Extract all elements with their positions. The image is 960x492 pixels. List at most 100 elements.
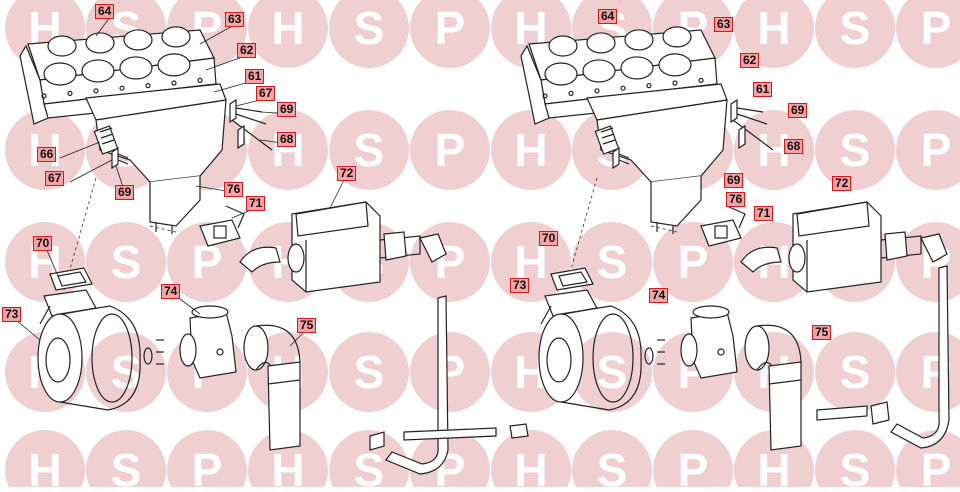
electrode (738, 124, 746, 150)
watermark-letter: S (354, 444, 385, 487)
extension-pipe (267, 361, 301, 451)
tee-pipe (403, 427, 497, 441)
watermark-circle (896, 430, 960, 492)
elbow-hose (740, 246, 782, 273)
part-label: 74 (649, 288, 669, 303)
manifold-duct (650, 176, 702, 227)
mounting-hole (620, 85, 626, 91)
fan-front (37, 313, 83, 403)
watermark-circle (734, 0, 814, 68)
watermark-letter: S (354, 346, 385, 398)
flue-pipe (890, 265, 950, 449)
watermark-letter: S (354, 124, 385, 176)
part-label: 69 (724, 173, 744, 188)
part-label: 75 (297, 318, 317, 333)
watermark-circle (653, 430, 733, 492)
watermark-letter: S (840, 346, 871, 398)
elbow-pipe-mouth (744, 325, 770, 371)
watermark-circle (248, 430, 328, 492)
gasket-bracket (700, 219, 742, 247)
burner-tube (161, 26, 191, 48)
watermark-letter: P (921, 2, 952, 54)
mounting-hole (145, 82, 151, 89)
part-label: 75 (812, 325, 832, 340)
watermark-circle (572, 332, 652, 412)
burner-tube (47, 35, 77, 57)
pipe-coupling (509, 423, 529, 439)
watermark-circle (410, 430, 490, 492)
watermark-letter: H (514, 124, 547, 176)
diagram-left-drawing (19, 26, 529, 475)
gas-valve-coil (295, 201, 369, 237)
mounting-hole (542, 93, 548, 99)
burner-tube (586, 32, 616, 54)
watermark-circle (86, 332, 166, 412)
part-label: 61 (753, 82, 773, 97)
watermark-letter: H (514, 444, 547, 487)
pipe-collar (768, 379, 802, 385)
watermark-circle (572, 430, 652, 492)
venturi-inlet (680, 333, 698, 367)
electrode (237, 124, 245, 150)
watermark-circle (734, 110, 814, 190)
watermark-circle (896, 0, 960, 68)
burner-tube (658, 53, 692, 77)
flue-pipe (385, 295, 449, 475)
part-label: 62 (237, 43, 257, 58)
watermark-circle (410, 110, 490, 190)
mounting-hole (93, 88, 99, 94)
watermark-letter: P (435, 124, 466, 176)
part-label: 74 (161, 284, 181, 299)
watermark-letter: H (271, 444, 304, 487)
plate-edge (19, 44, 49, 125)
elbow-pipe-mouth (243, 325, 269, 371)
watermark-letter: S (597, 346, 628, 398)
electrode (111, 146, 119, 170)
watermark-circle (815, 110, 895, 190)
extension-pipe (768, 361, 802, 451)
part-label: 73 (510, 278, 530, 293)
sight-glass-lines (600, 127, 616, 145)
part-label: 69 (788, 103, 808, 118)
watermark-circle (86, 222, 166, 302)
watermark-letter: H (28, 444, 61, 487)
mounting-hole (41, 93, 47, 99)
mounting-hole (672, 80, 678, 86)
fan-housing (59, 305, 141, 411)
elbow-hose (239, 246, 281, 273)
pipe-nut (870, 401, 890, 425)
watermark-letter: S (597, 236, 628, 288)
watermark-circle (815, 0, 895, 68)
watermark-letter: P (435, 2, 466, 54)
electrode-lead (117, 153, 129, 165)
gasket-hole (714, 225, 728, 239)
part-label: 61 (245, 69, 265, 84)
venturi-top (692, 305, 730, 319)
burner-tube (620, 56, 654, 80)
watermark-circle (410, 0, 490, 68)
watermark-letter: H (757, 444, 790, 487)
venturi (189, 311, 237, 379)
part-label: 69 (115, 185, 135, 200)
fan-rear (592, 313, 634, 403)
watermark-circle (896, 110, 960, 190)
watermark-letter: S (354, 2, 385, 54)
venturi-port (216, 348, 224, 356)
burner-tube (544, 62, 578, 86)
electrode-lead (231, 107, 273, 151)
watermark-circle (815, 430, 895, 492)
watermark-letter: H (271, 2, 304, 54)
part-label: 64 (598, 9, 618, 24)
watermark-letter: S (840, 444, 871, 487)
mounting-hole (67, 90, 73, 97)
part-label: 76 (726, 192, 746, 207)
venturi-port (717, 348, 725, 356)
fan-inlet (45, 337, 71, 383)
part-label: 71 (246, 196, 266, 211)
watermark-letter: S (111, 236, 142, 288)
diagram-right-drawing (520, 26, 950, 451)
watermark-circle (491, 110, 571, 190)
watermark-circle (329, 430, 409, 492)
watermark-letter: S (111, 444, 142, 487)
